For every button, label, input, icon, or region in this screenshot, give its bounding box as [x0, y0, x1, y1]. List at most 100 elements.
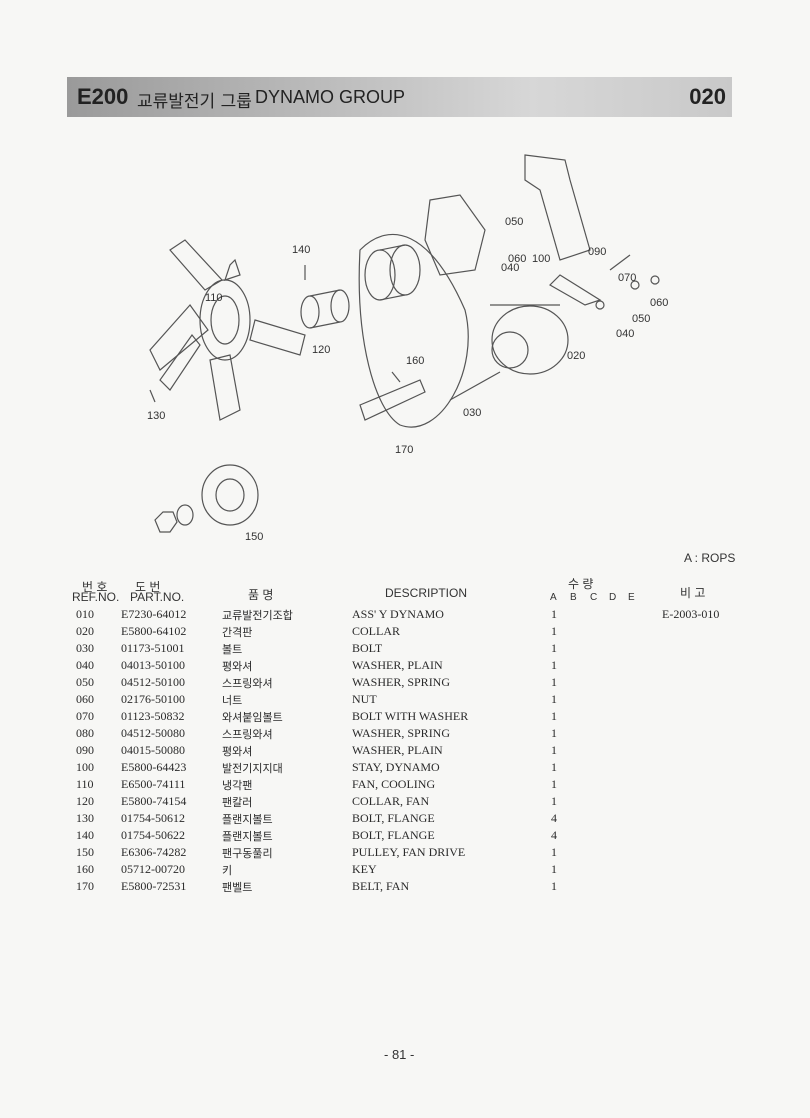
name-ko-header: 품 명: [248, 588, 274, 602]
model-note: A : ROPS: [684, 551, 736, 565]
quantity: 1: [551, 709, 557, 723]
quantity: 1: [551, 794, 557, 808]
quantity: 1: [551, 675, 557, 689]
part-no: 04013-50100: [121, 658, 185, 672]
table-row: 140 01754-50622 플랜지볼트 BOLT, FLANGE 4: [0, 828, 810, 845]
part-description: COLLAR, FAN: [352, 794, 430, 808]
table-row: 030 01173-51001 볼트 BOLT 1: [0, 641, 810, 658]
ref-no: 120: [76, 794, 94, 808]
fan-blade: [149, 304, 209, 371]
part-name-korean: 볼트: [222, 643, 243, 656]
qty-col-d: D: [609, 592, 617, 603]
callout-070: 070: [618, 272, 636, 284]
table-row: 040 04013-50100 평와셔 WASHER, PLAIN 1: [0, 658, 810, 675]
ref-no: 050: [76, 675, 94, 689]
ref-no: 070: [76, 709, 94, 723]
part-description: NUT: [352, 692, 377, 706]
bolt-with-washer: [609, 254, 631, 271]
fan-blade: [159, 334, 201, 391]
table-row: 130 01754-50612 플랜지볼트 BOLT, FLANGE 4: [0, 811, 810, 828]
ref-no: 130: [76, 811, 94, 825]
callout-020: 020: [567, 350, 585, 362]
table-row: 100 E5800-64423 발전기지지대 STAY, DYNAMO 1: [0, 760, 810, 777]
part-no: 01754-50622: [121, 828, 185, 842]
table-row: 160 05712-00720 키 KEY 1: [0, 862, 810, 879]
ref-no-header-ko: 번 호: [82, 580, 108, 594]
callout-160: 160: [406, 355, 424, 367]
pulley-washer: [176, 504, 194, 526]
part-no-header: PART.NO.: [130, 590, 185, 604]
callout-030: 030: [463, 407, 481, 419]
part-description: BOLT WITH WASHER: [352, 709, 469, 723]
callout-060: 060: [508, 253, 526, 265]
qty-col-e: E: [628, 592, 635, 603]
remarks: E-2003-010: [662, 607, 720, 621]
part-description: STAY, DYNAMO: [352, 760, 440, 774]
group-code: E200: [77, 84, 129, 109]
part-description: BOLT, FLANGE: [352, 811, 435, 825]
callout-130: 130: [147, 410, 165, 422]
dynamo-body: [491, 305, 569, 375]
water-pump-housing: [424, 194, 486, 276]
ref-no: 110: [76, 777, 94, 791]
part-name-korean: 스프링와셔: [222, 677, 273, 690]
fan-blade: [224, 258, 241, 281]
part-name-korean: 플랜지볼트: [222, 813, 273, 826]
part-no: 05712-00720: [121, 862, 185, 876]
part-no: 04015-50080: [121, 743, 185, 757]
section-header: E200 교류발전기 그룹 DYNAMO GROUP 020: [67, 77, 732, 117]
quantity: 1: [551, 726, 557, 740]
table-row: 010 E7230-64012 교류발전기조합 ASS' Y DYNAMO 1 …: [0, 607, 810, 624]
fan-drive-pulley: [201, 464, 259, 526]
fan-hub: [199, 279, 251, 361]
group-title-english: DYNAMO GROUP: [255, 87, 406, 107]
quantity: 1: [551, 692, 557, 706]
pulley-nut: [154, 511, 178, 533]
callout-120: 120: [312, 344, 330, 356]
dynamo-stay: [549, 274, 602, 306]
table-row: 020 E5800-64102 간격판 COLLAR 1: [0, 624, 810, 641]
flange-bolt: [149, 389, 156, 403]
fan-blade: [209, 354, 241, 421]
ref-no: 100: [76, 760, 94, 774]
ref-no-header: REF.NO.: [72, 590, 120, 604]
ref-no: 040: [76, 658, 94, 672]
part-no: E7230-64012: [121, 607, 187, 621]
quantity: 1: [551, 862, 557, 876]
ref-no: 140: [76, 828, 94, 842]
table-row: 090 04015-50080 평와셔 WASHER, PLAIN 1: [0, 743, 810, 760]
part-no: E5800-74154: [121, 794, 187, 808]
nut: [630, 280, 640, 290]
part-no: 02176-50100: [121, 692, 185, 706]
part-name-korean: 스프링와셔: [222, 728, 273, 741]
table-row: 110 E6500-74111 냉각팬 FAN, COOLING 1: [0, 777, 810, 794]
table-row: 080 04512-50080 스프링와셔 WASHER, SPRING 1: [0, 726, 810, 743]
part-name-korean: 평와셔: [222, 660, 253, 673]
callout-150: 150: [245, 531, 263, 543]
part-no: 01123-50832: [121, 709, 185, 723]
part-name-korean: 팬벨트: [222, 881, 253, 894]
part-description: WASHER, PLAIN: [352, 658, 443, 672]
quantity: 1: [551, 845, 557, 859]
remarks-header-ko: 비 고: [680, 586, 706, 600]
table-row: 050 04512-50100 스프링와셔 WASHER, SPRING 1: [0, 675, 810, 692]
washer: [595, 300, 605, 310]
part-description: BOLT: [352, 641, 383, 655]
part-no: 04512-50080: [121, 726, 185, 740]
ref-no: 170: [76, 879, 94, 893]
qty-col-a: A: [550, 592, 557, 603]
quantity: 1: [551, 760, 557, 774]
callout-100: 100: [532, 253, 550, 265]
dynamo-bolt: [449, 371, 501, 401]
part-no: 01754-50612: [121, 811, 185, 825]
ref-no: 060: [76, 692, 94, 706]
quantity: 4: [551, 828, 557, 842]
part-no: E5800-64102: [121, 624, 187, 638]
table-row: 170 E5800-72531 팬벨트 BELT, FAN 1: [0, 879, 810, 896]
part-name-korean: 발전기지지대: [222, 762, 283, 775]
fan-hub-inner: [210, 295, 240, 345]
part-no: 04512-50100: [121, 675, 185, 689]
part-name-korean: 와셔붙임볼트: [222, 711, 283, 724]
callout-110: 110: [205, 292, 223, 304]
part-description: WASHER, PLAIN: [352, 743, 443, 757]
